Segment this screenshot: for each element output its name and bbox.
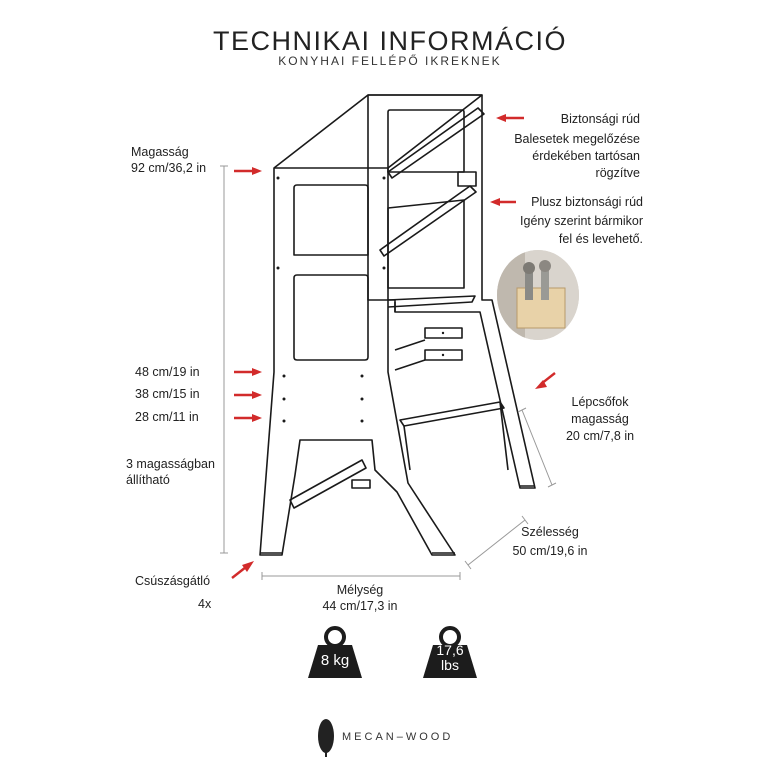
level-48-label: 48 cm/19 in: [135, 365, 200, 379]
level-38-label: 38 cm/15 in: [135, 387, 200, 401]
safety-bar-line1: Balesetek megelőzése: [514, 132, 640, 146]
back-frame: [367, 94, 536, 489]
brand-name: MECAN–WOOD: [342, 731, 454, 743]
top-rail: [273, 94, 483, 169]
level-28-label: 28 cm/11 in: [135, 410, 199, 424]
upper-platform: [387, 295, 476, 308]
width-value: 50 cm/19,6 in: [512, 544, 588, 558]
arrow-height: [234, 167, 262, 175]
arrow-antislip: [231, 561, 254, 579]
arrow-steps: [535, 372, 556, 389]
safety-bar: [387, 107, 485, 179]
steps-line2: magasság: [571, 412, 629, 426]
adjustable-line2: állítható: [126, 473, 170, 487]
arrow-48: [234, 368, 262, 376]
tree-logo-icon: [318, 719, 334, 757]
depth-title: Mélység: [336, 583, 384, 597]
weight-lbs-unit: lbs: [441, 657, 459, 673]
steps-line1: Lépcsőfok: [571, 395, 629, 409]
height-dimension: [220, 165, 228, 554]
plus-bar-line2: fel és levehető.: [558, 232, 643, 246]
antislip-count: 4x: [198, 597, 212, 611]
plus-bar: [379, 185, 477, 257]
back-window-top: [387, 109, 465, 173]
plus-bar-line1: Igény szerint bármikor: [520, 214, 643, 228]
steps-line3: 20 cm/7,8 in: [565, 429, 635, 443]
front-window-mid: [293, 274, 369, 361]
depth-value: 44 cm/17,3 in: [322, 599, 398, 613]
arrow-plus-bar: [490, 198, 516, 206]
page-subtitle: KONYHAI FELLÉPŐ IKREKNEK: [278, 54, 502, 68]
adjustable-line1: 3 magasságban: [126, 457, 215, 471]
step-dimension: [517, 407, 557, 488]
height-title: Magasság: [131, 145, 189, 159]
safety-bar-title: Biztonsági rúd: [560, 112, 640, 126]
weight-kg-icon: [308, 626, 362, 678]
product-photo: [497, 250, 579, 340]
safety-bar-line3: rögzítve: [595, 166, 640, 180]
lower-step: [399, 401, 505, 427]
weight-lbs-icon: [423, 626, 477, 678]
width-title: Szélesség: [521, 525, 579, 539]
front-frame: [259, 167, 456, 556]
height-value: 92 cm/36,2 in: [131, 161, 207, 175]
plus-bar-title: Plusz biztonsági rúd: [531, 195, 643, 209]
depth-dimension: [261, 572, 461, 580]
arrow-28: [234, 414, 262, 422]
weight-lbs-value: 17,6: [436, 642, 464, 658]
page-title: TECHNIKAI INFORMÁCIÓ: [212, 26, 567, 56]
width-dimension: [464, 515, 529, 570]
weight-kg-label: 8 kg: [320, 652, 350, 669]
arrow-38: [234, 391, 262, 399]
safety-bar-line2: érdekében tartósan: [532, 149, 640, 163]
arrow-safety-bar: [496, 114, 524, 122]
front-window-top: [293, 184, 369, 256]
antislip-label: Csúszásgátló: [135, 574, 211, 588]
back-window-mid: [387, 199, 465, 289]
bottom-brace: [289, 459, 367, 509]
